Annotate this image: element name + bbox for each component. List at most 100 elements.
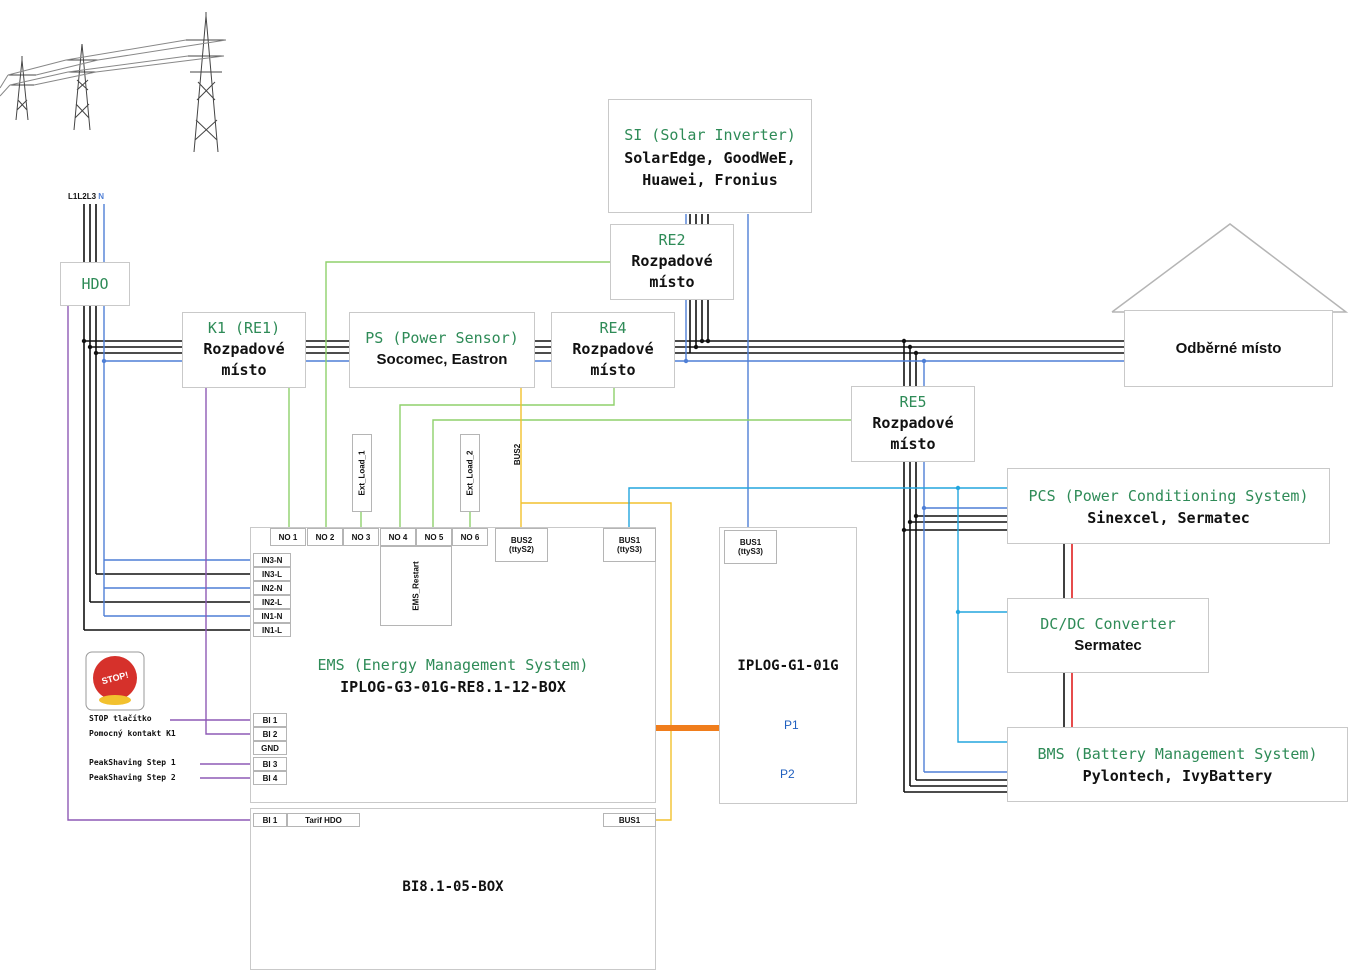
re2-line1: Rozpadové xyxy=(631,252,713,270)
ems-output-label: NO 5 xyxy=(424,532,444,542)
ems-bi2[interactable]: BI 2 xyxy=(253,727,287,741)
stop-button-label: STOP tlačítko xyxy=(89,714,152,723)
bi8-bus1[interactable]: BUS1 xyxy=(603,813,656,827)
neutral-label: N xyxy=(98,192,105,201)
ems-gnd[interactable]: GND xyxy=(253,741,287,755)
dcdc-box[interactable]: DC/DC Converter Sermatec xyxy=(1007,598,1209,673)
re4-title: RE4 xyxy=(599,319,627,337)
ems-output-label: NO 3 xyxy=(351,532,371,542)
si-title: SI (Solar Inverter) xyxy=(624,126,796,144)
bus2-wire-label: BUS2 xyxy=(513,443,523,466)
ps-line1: Socomec, Eastron xyxy=(376,351,508,368)
bi8-bus1-label: BUS1 xyxy=(618,815,641,825)
ems-bi3[interactable]: BI 3 xyxy=(253,757,287,771)
phase-label: L3 xyxy=(86,192,97,201)
phase-label: L2 xyxy=(77,192,87,201)
re4-line2: místo xyxy=(590,361,636,379)
ems-input-in3n[interactable]: IN3-N xyxy=(253,553,291,567)
ems-bi-label: BI 3 xyxy=(262,759,278,769)
si-line1: SolarEdge, GoodWeE, xyxy=(624,149,796,167)
ems-input-label: IN3-L xyxy=(262,569,282,579)
pcs-box[interactable]: PCS (Power Conditioning System) Sinexcel… xyxy=(1007,468,1330,544)
ems-output-no6[interactable]: NO 6 xyxy=(452,528,488,546)
consumption-point-label: Odběrné místo xyxy=(1175,340,1282,357)
ems-input-label: IN1-L xyxy=(262,625,282,635)
ext-load-1-label: Ext_Load_1 xyxy=(357,450,367,496)
phase-label: L1 xyxy=(68,192,78,201)
ems-box[interactable]: EMS (Energy Management System) IPLOG-G3-… xyxy=(250,527,656,803)
bi8-box[interactable]: BI8.1-05-BOX xyxy=(250,808,656,970)
ems-bus2-label: BUS2 (ttyS2) xyxy=(509,536,534,554)
bms-line1: Pylontech, IvyBattery xyxy=(1082,767,1273,785)
solar-inverter-box[interactable]: SI (Solar Inverter) SolarEdge, GoodWeE, … xyxy=(608,99,812,213)
consumption-point-box[interactable]: Odběrné místo xyxy=(1124,310,1333,387)
ems-model: IPLOG-G3-01G-RE8.1-12-BOX xyxy=(340,678,566,696)
pcs-title: PCS (Power Conditioning System) xyxy=(1028,487,1309,505)
iplog-model: IPLOG-G1-01G xyxy=(737,658,839,674)
re4-box[interactable]: RE4 Rozpadové místo xyxy=(551,312,675,388)
re5-line2: místo xyxy=(890,435,936,453)
ems-restart-tag: EMS_Restart xyxy=(380,546,452,626)
ems-bi-label: BI 1 xyxy=(262,715,278,725)
ems-output-no2[interactable]: NO 2 xyxy=(307,528,343,546)
bi8-model: BI8.1-05-BOX xyxy=(402,879,504,895)
iplog-bus1-label: BUS1 (ttyS3) xyxy=(738,538,763,556)
ems-restart-label: EMS_Restart xyxy=(411,561,421,611)
peakshaving-1-label: PeakShaving Step 1 xyxy=(89,758,176,767)
re2-box[interactable]: RE2 Rozpadové místo xyxy=(610,224,734,300)
ems-output-label: NO 1 xyxy=(278,532,298,542)
k1-line2: místo xyxy=(221,361,267,379)
re4-line1: Rozpadové xyxy=(572,340,654,358)
bi8-bi1[interactable]: BI 1 xyxy=(253,813,287,827)
ems-bi-label: BI 2 xyxy=(262,729,278,739)
ems-output-no5[interactable]: NO 5 xyxy=(416,528,452,546)
iplog-port-p2[interactable]: P2 xyxy=(780,767,795,781)
ps-title: PS (Power Sensor) xyxy=(365,329,519,347)
ems-output-no4[interactable]: NO 4 xyxy=(380,528,416,546)
iplog-bus1-terminal[interactable]: BUS1 (ttyS3) xyxy=(724,530,777,564)
aux-contact-label: Pomocný kontakt K1 xyxy=(89,729,176,738)
ext-load-1-tag: Ext_Load_1 xyxy=(352,434,372,512)
ems-input-in1n[interactable]: IN1-N xyxy=(253,609,291,623)
hdo-box[interactable]: HDO xyxy=(60,262,130,306)
ems-output-label: NO 6 xyxy=(460,532,480,542)
ems-input-label: IN2-N xyxy=(261,583,283,593)
ps-box[interactable]: PS (Power Sensor) Socomec, Eastron xyxy=(349,312,535,388)
ems-title: EMS (Energy Management System) xyxy=(317,656,589,674)
ems-input-label: IN2-L xyxy=(262,597,282,607)
ems-bus1-label: BUS1 (ttyS3) xyxy=(617,536,642,554)
bms-box[interactable]: BMS (Battery Management System) Pylontec… xyxy=(1007,727,1348,802)
house-roof-icon xyxy=(1111,223,1349,313)
ems-bus2-terminal[interactable]: BUS2 (ttyS2) xyxy=(495,528,548,562)
pcs-line1: Sinexcel, Sermatec xyxy=(1087,509,1250,527)
ems-input-label: IN3-N xyxy=(261,555,283,565)
dcdc-title: DC/DC Converter xyxy=(1040,615,1176,633)
ems-bi-label: BI 4 xyxy=(262,773,278,783)
k1-box[interactable]: K1 (RE1) Rozpadové místo xyxy=(182,312,306,388)
bms-title: BMS (Battery Management System) xyxy=(1037,745,1318,763)
iplog-port-p1[interactable]: P1 xyxy=(784,718,799,732)
ems-input-in3l[interactable]: IN3-L xyxy=(253,567,291,581)
ext-load-2-tag: Ext_Load_2 xyxy=(460,434,480,512)
ems-bi1[interactable]: BI 1 xyxy=(253,713,287,727)
bi8-tarif-label: Tarif HDO xyxy=(305,815,342,825)
ems-output-no3[interactable]: NO 3 xyxy=(343,528,379,546)
grid-phase-labels: L1L2L3 N xyxy=(68,192,104,201)
ems-input-label: IN1-N xyxy=(261,611,283,621)
ems-bi4[interactable]: BI 4 xyxy=(253,771,287,785)
ems-input-in1l[interactable]: IN1-L xyxy=(253,623,291,637)
ems-input-in2l[interactable]: IN2-L xyxy=(253,595,291,609)
re5-box[interactable]: RE5 Rozpadové místo xyxy=(851,386,975,462)
iplog-box[interactable]: IPLOG-G1-01G xyxy=(719,527,857,804)
ems-output-label: NO 2 xyxy=(315,532,335,542)
ems-output-label: NO 4 xyxy=(388,532,408,542)
si-line2: Huawei, Fronius xyxy=(642,171,778,189)
re5-title: RE5 xyxy=(899,393,927,411)
re2-title: RE2 xyxy=(658,231,686,249)
ems-bus1-terminal[interactable]: BUS1 (ttyS3) xyxy=(603,528,656,562)
ems-input-in2n[interactable]: IN2-N xyxy=(253,581,291,595)
bi8-bi1-label: BI 1 xyxy=(262,815,278,825)
dcdc-line1: Sermatec xyxy=(1074,637,1142,654)
ems-output-no1[interactable]: NO 1 xyxy=(270,528,306,546)
re5-line1: Rozpadové xyxy=(872,414,954,432)
